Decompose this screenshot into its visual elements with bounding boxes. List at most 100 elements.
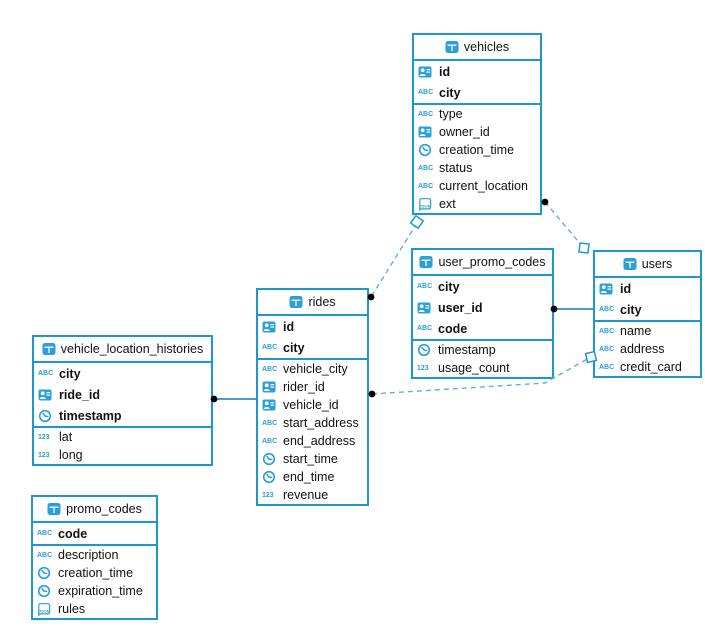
- clock-icon: [262, 470, 280, 484]
- field-name: city: [59, 366, 81, 381]
- abc-text-icon: ABC: [262, 419, 278, 427]
- field-row-user_promo_codes-user_id[interactable]: user_id: [413, 297, 552, 318]
- field-name: owner_id: [439, 125, 490, 139]
- table-header[interactable]: users: [595, 252, 700, 278]
- table-grid-icon: [47, 502, 61, 516]
- field-row-promo_codes-expiration_time[interactable]: expiration_time: [33, 582, 156, 600]
- field-name: city: [620, 302, 642, 317]
- field-name: timestamp: [438, 343, 496, 357]
- field-name: vehicle_id: [283, 398, 339, 412]
- field-name: code: [438, 321, 468, 336]
- field-row-vehicles-owner_id[interactable]: owner_id: [414, 123, 540, 141]
- field-row-rides-vehicle_id[interactable]: vehicle_id: [258, 396, 367, 414]
- field-name: creation_time: [439, 143, 515, 157]
- abc-text-icon: ABC: [418, 182, 434, 190]
- field-name: start_address: [283, 416, 359, 430]
- table-header[interactable]: vehicle_location_histories: [34, 337, 211, 363]
- person-id-icon: [418, 65, 436, 79]
- table-grid-icon: [419, 255, 433, 269]
- field-name: city: [439, 85, 461, 100]
- person-id-icon: [262, 398, 280, 412]
- connector-user-promo-codes-users[interactable]: [550, 305, 593, 313]
- field-name: user_id: [438, 300, 483, 315]
- field-row-rides-id[interactable]: id: [258, 316, 367, 337]
- field-name: type: [439, 107, 463, 121]
- field-row-promo_codes-creation_time[interactable]: creation_time: [33, 564, 156, 582]
- field-name: creation_time: [58, 566, 134, 580]
- table-grid-icon: [623, 257, 637, 271]
- field-row-vehicles-creation_time[interactable]: creation_time: [414, 141, 540, 159]
- table-title: rides: [308, 295, 336, 309]
- connector-vehicle-location-histories-rides[interactable]: [210, 395, 256, 403]
- field-row-rides-start_time[interactable]: start_time: [258, 450, 367, 468]
- field-row-users-id[interactable]: id: [595, 278, 700, 299]
- field-name: ext: [439, 197, 456, 211]
- field-row-vehicle_location_histories-ride_id[interactable]: ride_id: [34, 384, 211, 405]
- table-header[interactable]: rides: [258, 290, 367, 316]
- field-name: current_location: [439, 179, 528, 193]
- table-header[interactable]: promo_codes: [33, 497, 156, 523]
- field-name: timestamp: [59, 408, 122, 423]
- clock-icon: [37, 566, 55, 580]
- table-grid-icon: [445, 40, 459, 54]
- json-doc-icon: JSON: [37, 602, 55, 616]
- field-name: long: [59, 448, 83, 462]
- field-name: start_time: [283, 452, 338, 466]
- field-row-vehicle_location_histories-city[interactable]: ABC city: [34, 363, 211, 384]
- field-row-vehicles-id[interactable]: id: [414, 61, 540, 82]
- table-header[interactable]: vehicles: [414, 35, 540, 61]
- field-row-rides-rider_id[interactable]: rider_id: [258, 378, 367, 396]
- table-title: vehicle_location_histories: [60, 342, 204, 356]
- field-row-rides-end_time[interactable]: end_time: [258, 468, 367, 486]
- primary-key-section: ABC code: [33, 523, 156, 546]
- table-header[interactable]: user_promo_codes: [413, 250, 552, 276]
- connector-vehicles-users[interactable]: [541, 198, 590, 254]
- field-name: code: [58, 526, 88, 541]
- person-id-icon: [418, 125, 436, 139]
- field-name: ride_id: [59, 387, 100, 402]
- clock-icon: [37, 584, 55, 598]
- field-name: id: [283, 319, 295, 334]
- field-row-user_promo_codes-timestamp[interactable]: timestamp: [413, 341, 552, 359]
- field-name: name: [620, 324, 652, 338]
- field-row-vehicles-current_location[interactable]: ABC current_location: [414, 177, 540, 195]
- abc-text-icon: ABC: [599, 363, 615, 371]
- abc-text-icon: ABC: [262, 437, 278, 445]
- field-name: rider_id: [283, 380, 325, 394]
- abc-text-icon: ABC: [37, 530, 53, 537]
- field-row-vehicle_location_histories-timestamp[interactable]: timestamp: [34, 405, 211, 426]
- abc-text-icon: ABC: [38, 370, 54, 377]
- field-row-rides-start_address[interactable]: ABC start_address: [258, 414, 367, 432]
- field-row-promo_codes-code[interactable]: ABC code: [33, 523, 156, 544]
- 123-number-icon: 123: [417, 364, 429, 372]
